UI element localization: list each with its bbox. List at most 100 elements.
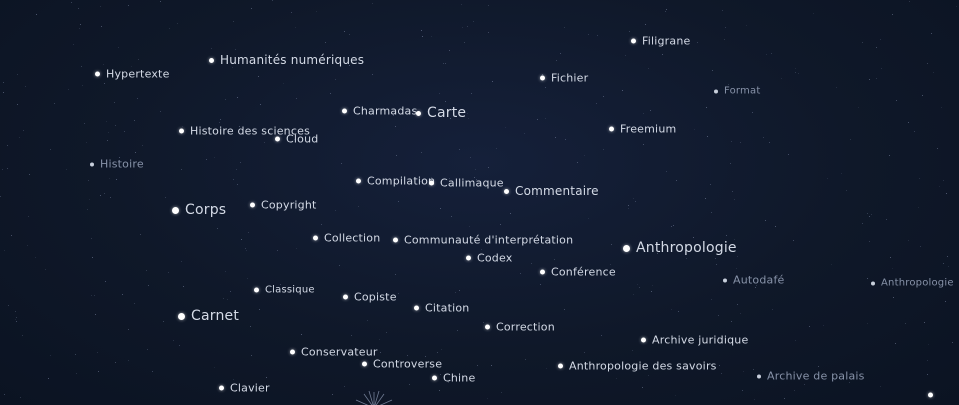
background-star — [348, 34, 350, 36]
background-star — [661, 53, 663, 55]
background-star — [885, 219, 887, 221]
background-star — [2, 168, 4, 170]
background-star — [15, 311, 17, 313]
term-node-hypertexte[interactable]: Hypertexte — [95, 68, 170, 81]
background-star — [81, 65, 83, 67]
term-node-histoire[interactable]: Histoire — [90, 158, 144, 171]
background-star — [857, 106, 859, 108]
background-star — [90, 237, 92, 239]
term-node-conference[interactable]: Conférence — [540, 266, 616, 279]
node-dot — [485, 324, 490, 330]
background-star — [488, 31, 490, 33]
background-star — [146, 348, 148, 350]
term-node-copiste[interactable]: Copiste — [343, 291, 397, 304]
background-star — [162, 320, 164, 322]
term-node-commentaire[interactable]: Commentaire — [504, 184, 599, 198]
background-star — [238, 125, 240, 127]
background-star — [106, 120, 108, 122]
background-star — [650, 291, 652, 293]
background-star — [941, 106, 943, 108]
background-star — [239, 59, 240, 61]
term-node-callimaque[interactable]: Callimaque — [429, 177, 504, 190]
background-star — [869, 216, 871, 218]
background-star — [670, 225, 672, 227]
background-star — [467, 25, 469, 27]
background-star — [440, 208, 442, 210]
background-star — [449, 380, 451, 381]
term-node-communaute-d-interpretation[interactable]: Communauté d'interprétation — [393, 234, 573, 247]
background-star — [159, 1, 161, 3]
background-star — [523, 133, 525, 135]
term-node-correction[interactable]: Correction — [485, 321, 555, 334]
term-node-carte[interactable]: Carte — [416, 105, 466, 121]
term-node-compilation[interactable]: Compilation — [356, 175, 435, 188]
term-node-codex[interactable]: Codex — [466, 252, 512, 265]
background-star — [647, 67, 649, 69]
term-node-cloud[interactable]: Cloud — [275, 133, 318, 146]
term-node-chine[interactable]: Chine — [432, 372, 475, 385]
term-node-anthropologie[interactable]: Anthropologie — [623, 240, 737, 256]
background-star — [587, 217, 589, 219]
background-star — [234, 49, 236, 51]
background-star — [233, 20, 235, 22]
term-node-archive-juridique[interactable]: Archive juridique — [641, 334, 748, 347]
term-node-clavier[interactable]: Clavier — [219, 382, 270, 395]
term-node-charmadas[interactable]: Charmadas — [342, 105, 417, 118]
term-node-freemium[interactable]: Freemium — [609, 123, 676, 136]
unlabeled-node[interactable] — [928, 392, 939, 398]
term-node-carnet[interactable]: Carnet — [178, 308, 239, 324]
term-node-anthropologie-des-savoirs[interactable]: Anthropologie des savoirs — [558, 360, 717, 373]
background-star — [455, 292, 457, 294]
background-star — [224, 270, 226, 272]
background-star — [466, 112, 468, 114]
background-star — [718, 315, 720, 317]
background-star — [739, 141, 741, 143]
term-label: Histoire des sciences — [190, 124, 311, 138]
term-node-citation[interactable]: Citation — [414, 302, 469, 315]
term-node-controverse[interactable]: Controverse — [362, 358, 442, 371]
term-node-autodafe[interactable]: Autodafé — [723, 274, 785, 287]
background-star — [772, 309, 774, 311]
term-node-histoire-des-sciences[interactable]: Histoire des sciences — [179, 125, 310, 138]
term-node-filigrane[interactable]: Filigrane — [631, 35, 690, 48]
background-star — [730, 162, 732, 164]
background-star — [893, 296, 895, 298]
background-star — [372, 74, 374, 76]
background-star — [96, 352, 98, 354]
background-star — [752, 112, 754, 114]
background-star — [621, 90, 623, 92]
background-star — [438, 389, 440, 391]
term-node-collection[interactable]: Collection — [313, 232, 380, 245]
background-star — [68, 89, 70, 91]
background-star — [709, 183, 711, 185]
background-star — [371, 2, 373, 4]
node-dot — [631, 38, 636, 44]
background-star — [181, 261, 183, 263]
node-dot — [209, 57, 214, 63]
background-star — [491, 364, 493, 366]
term-node-corps[interactable]: Corps — [172, 202, 226, 218]
background-star — [542, 73, 544, 75]
background-star — [818, 366, 820, 368]
background-star — [35, 14, 37, 16]
background-star — [474, 176, 476, 178]
term-node-copyright[interactable]: Copyright — [250, 199, 317, 212]
background-star — [798, 73, 800, 75]
term-node-classique[interactable]: Classique — [254, 285, 315, 296]
background-star — [603, 149, 605, 151]
background-star — [868, 79, 870, 81]
term-node-archive-de-palais[interactable]: Archive de palais — [757, 370, 865, 383]
background-star — [730, 320, 732, 322]
term-node-humanites-numeriques[interactable]: Humanités numériques — [209, 53, 364, 67]
background-star — [229, 291, 231, 293]
background-star — [524, 358, 526, 360]
term-node-format[interactable]: Format — [714, 86, 760, 97]
background-star — [891, 268, 893, 270]
term-node-conservateur[interactable]: Conservateur — [290, 346, 378, 359]
background-star — [926, 360, 928, 362]
term-node-anthropologie-right[interactable]: Anthropologie — [871, 278, 954, 289]
background-star — [462, 26, 464, 28]
background-star — [279, 283, 281, 285]
term-node-fichier[interactable]: Fichier — [540, 72, 588, 85]
